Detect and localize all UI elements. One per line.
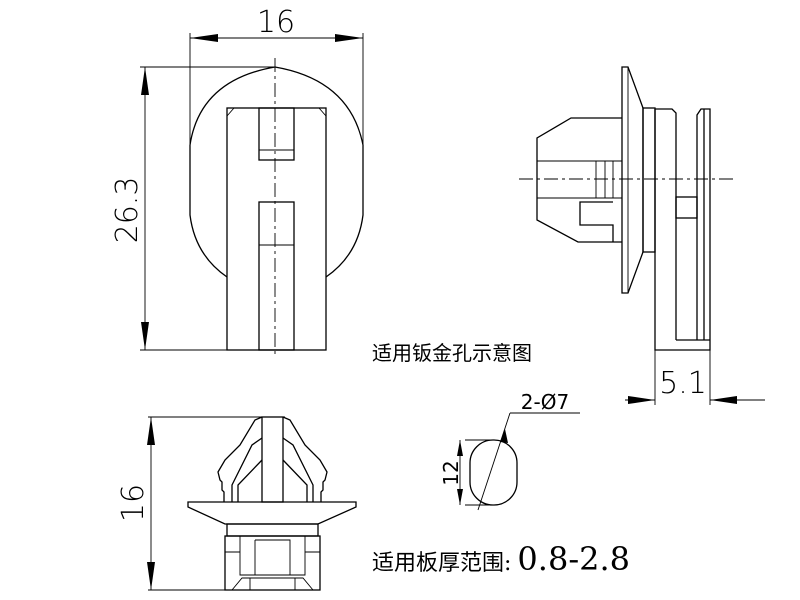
side-thickness-dimension: 5.1	[625, 350, 765, 405]
side-view	[519, 66, 733, 351]
hole-diameter-label: 2-Ø7	[521, 390, 569, 414]
bottom-view	[187, 416, 357, 591]
hole-caption: 适用钣金孔示意图	[372, 341, 532, 365]
bottom-height-dimension: 16	[116, 416, 285, 591]
front-height-dimension: 26.3	[110, 66, 326, 351]
sheet-metal-hole: 12 2-Ø7	[439, 390, 580, 511]
thickness-value: 0.8-2.8	[517, 540, 631, 578]
front-width-label: 16	[257, 5, 295, 40]
thickness-range: 适用板厚范围:0.8-2.8	[372, 540, 630, 578]
front-view	[189, 58, 364, 356]
front-height-label: 26.3	[110, 177, 145, 244]
front-width-dimension: 16	[189, 5, 364, 150]
bottom-height-label: 16	[116, 484, 151, 522]
side-thickness-label: 5.1	[659, 366, 707, 401]
thickness-label: 适用板厚范围:	[372, 551, 512, 576]
hole-length-label: 12	[439, 460, 463, 485]
